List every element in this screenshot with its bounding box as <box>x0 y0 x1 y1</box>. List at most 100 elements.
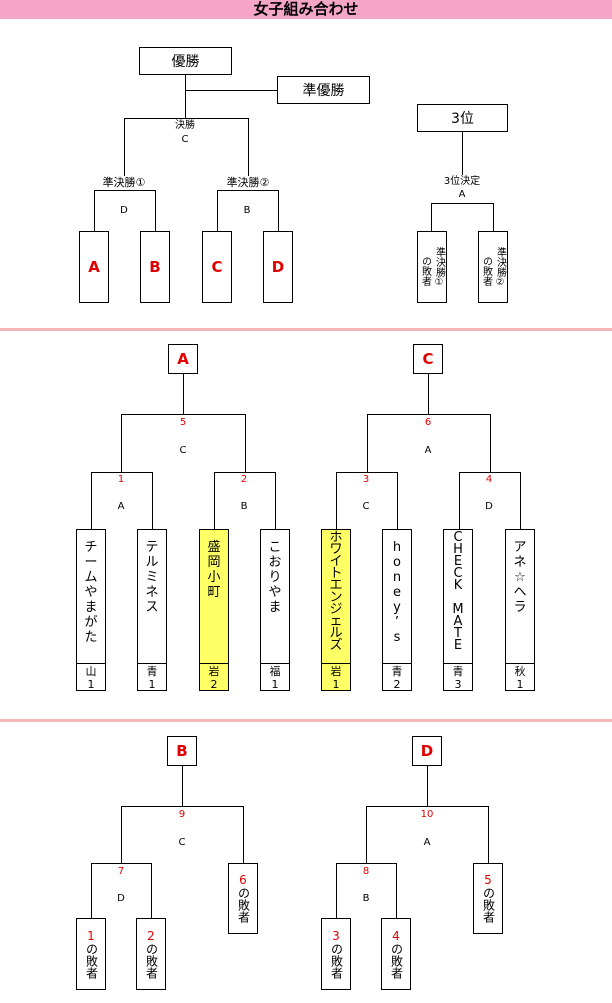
semi1-loser-box: の敗者 準決勝① <box>417 231 447 303</box>
team-name: ホワイトエンジェルズ <box>322 530 350 652</box>
team-name-char: ス <box>145 600 159 615</box>
team-name-char: チ <box>84 540 98 555</box>
page-title: 女子組み合わせ <box>0 0 612 19</box>
block-b-title: B <box>167 736 197 766</box>
third-match-label: 3位決定 <box>443 176 481 187</box>
team-name-char: ル <box>329 626 343 641</box>
semi2-label: 準決勝② <box>226 176 270 189</box>
match-4-number: 4 <box>485 474 493 485</box>
team-name-char: エ <box>329 578 343 593</box>
block-a-box: A <box>79 231 109 303</box>
team-name-char: ヘ <box>513 585 527 600</box>
team-name-char: ル <box>145 555 159 570</box>
semi2-loser-a: 準決勝② <box>494 246 506 288</box>
match-1-number: 1 <box>117 474 125 485</box>
final-court: C <box>181 134 189 145</box>
loser-3-text: の敗者 <box>329 942 344 979</box>
team-name-char: ミ <box>145 570 159 585</box>
block-c-box: C <box>202 231 232 303</box>
team-name-char: ェ <box>329 614 343 629</box>
team-name-char: や <box>268 585 282 600</box>
semi1-loser-a: 準決勝① <box>433 246 445 288</box>
match-8-court: B <box>362 893 370 904</box>
match-4-court: D <box>485 501 493 512</box>
match-6-court: A <box>424 445 432 456</box>
team-name-char: テ <box>145 540 159 555</box>
team-name-char: y <box>393 600 401 615</box>
team-name-char: K <box>453 578 463 593</box>
team-name: テルミネス <box>138 530 166 615</box>
match-10-court: A <box>423 837 431 848</box>
block-b-box: B <box>140 231 170 303</box>
team-name-char: 町 <box>207 585 221 600</box>
team-name-char: ☆ <box>514 570 526 585</box>
team-name: 盛岡小町 <box>200 530 228 600</box>
block-c-title: C <box>413 344 443 374</box>
match-5-court: C <box>179 445 187 456</box>
runner-up-box: 準優勝 <box>277 76 370 104</box>
match-1-court: A <box>117 501 125 512</box>
loser-1-text: の敗者 <box>84 942 99 979</box>
team-name-char: お <box>268 555 282 570</box>
team-name: チームやまがた <box>77 530 105 645</box>
team-name-char: 盛 <box>207 540 221 555</box>
team-name-char: E <box>453 554 463 569</box>
team-name-char: ’ <box>394 615 400 630</box>
team-name-char: が <box>84 615 98 630</box>
team-name-char: A <box>453 614 463 629</box>
team-name-char: o <box>393 555 401 570</box>
third-place-box: 3位 <box>417 104 508 132</box>
block-d-box: D <box>263 231 293 303</box>
team-name-char: ト <box>329 566 343 581</box>
match-5-number: 5 <box>179 417 187 428</box>
team-name-char: ー <box>84 555 98 570</box>
runner-up-label: 準優勝 <box>302 83 345 99</box>
team-name-char: ネ <box>513 555 527 570</box>
team-name-char: ネ <box>145 585 159 600</box>
team-name-char: E <box>453 638 463 653</box>
match-3-court: C <box>362 501 370 512</box>
third-match-court: A <box>458 189 466 200</box>
semi1-court: D <box>120 205 128 216</box>
match-9-number: 9 <box>178 809 186 820</box>
final-label: 決勝 <box>175 120 195 131</box>
semi2-loser-b: の敗者 <box>480 256 492 286</box>
loser-2-text: の敗者 <box>144 942 159 979</box>
team-name-char: ワ <box>329 542 343 557</box>
champion-label: 優勝 <box>171 54 200 70</box>
team-name-char: イ <box>329 554 343 569</box>
team-name-char: h <box>392 540 402 555</box>
team-name-char: ま <box>84 600 98 615</box>
team-name: アネ☆ヘラ <box>506 530 534 615</box>
semi2-court: B <box>243 205 251 216</box>
loser-4-text: の敗者 <box>389 942 404 979</box>
match-10-number: 10 <box>420 809 434 820</box>
team-name-char: M <box>452 602 464 617</box>
team-name-char: 小 <box>207 570 221 585</box>
team-name: こおりやま <box>261 530 289 615</box>
semi1-loser-b: の敗者 <box>419 256 431 286</box>
section-divider <box>0 719 612 722</box>
team-name-char: た <box>84 630 98 645</box>
team-name-char: ホ <box>329 530 343 545</box>
